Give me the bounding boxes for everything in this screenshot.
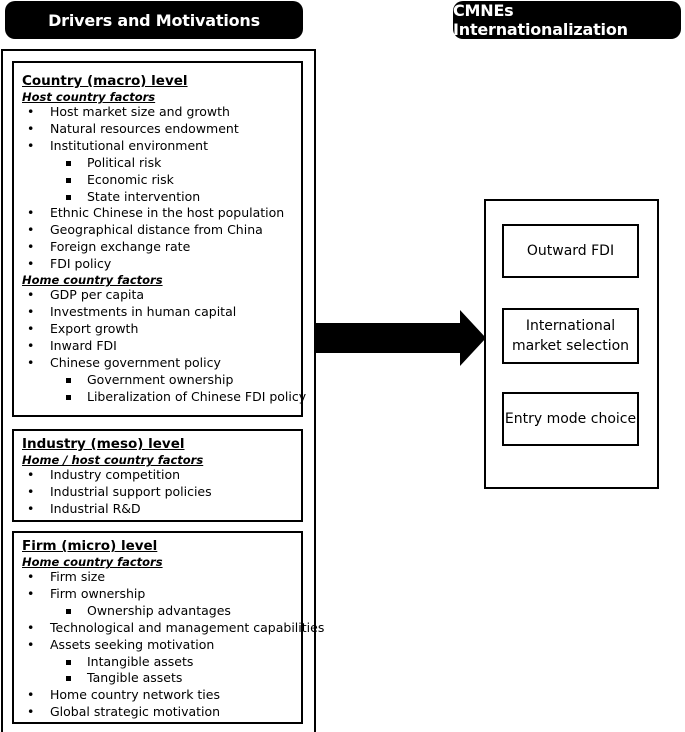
macro-host-subtitle: Host country factors [22, 90, 156, 104]
entry-mode-box: Entry mode choice [502, 392, 639, 446]
micro-level-title: Firm (micro) level [22, 538, 158, 554]
micro-list: Firm size Firm ownership Ownership advan… [22, 569, 324, 721]
list-item: Ethnic Chinese in the host population [22, 205, 301, 222]
list-item: Investments in human capital [22, 304, 301, 321]
list-item: Home country network ties [22, 687, 301, 704]
list-item: Industrial support policies [22, 484, 301, 501]
outward-fdi-box: Outward FDI [502, 224, 639, 278]
list-item: Industrial R&D [22, 501, 301, 518]
list-item: Industry competition [22, 467, 301, 484]
list-item: Chinese government policy [22, 355, 301, 372]
list-subitem: Tangible assets [22, 670, 301, 687]
micro-subtitle: Home country factors [22, 555, 163, 569]
macro-level-title: Country (macro) level [22, 73, 188, 89]
cmnes-header: CMNEs Internationalization [453, 1, 681, 39]
meso-list: Industry competition Industrial support … [22, 467, 301, 518]
list-item: Host market size and growth [22, 104, 301, 121]
outward-fdi-label: Outward FDI [526, 243, 615, 259]
list-item: Firm ownership [22, 586, 301, 603]
drivers-header: Drivers and Motivations [5, 1, 303, 39]
drivers-header-label: Drivers and Motivations [48, 10, 260, 30]
meso-level-title: Industry (meso) level [22, 436, 185, 452]
list-subitem: Ownership advantages [22, 603, 301, 620]
list-subitem: Intangible assets [22, 654, 301, 671]
macro-host-list: Host market size and growth Natural reso… [22, 104, 301, 273]
macro-home-subtitle: Home country factors [22, 273, 163, 288]
list-subitem: State intervention [22, 189, 301, 206]
list-subitem: Liberalization of Chinese FDI policy [22, 389, 306, 406]
list-item: Firm size [22, 569, 301, 586]
micro-level-box: Firm (micro) level Home country factors … [12, 531, 324, 724]
list-item: GDP per capita [22, 287, 301, 304]
list-item: Institutional environment [22, 138, 301, 155]
list-subitem: Economic risk [22, 172, 301, 189]
list-item: Assets seeking motivation [22, 637, 301, 654]
market-selection-label: International market selection [511, 318, 630, 354]
list-subitem: Political risk [22, 155, 301, 172]
list-item: Foreign exchange rate [22, 239, 301, 256]
list-item: Export growth [22, 321, 301, 338]
cmnes-header-label: CMNEs Internationalization [453, 1, 628, 39]
macro-home-list: GDP per capita Investments in human capi… [22, 287, 306, 406]
list-subitem: Government ownership [22, 372, 301, 389]
list-item: Geographical distance from China [22, 222, 301, 239]
list-item: Technological and management capabilitie… [22, 620, 324, 637]
entry-mode-label: Entry mode choice [504, 411, 637, 427]
list-item: Inward FDI [22, 338, 301, 355]
meso-subtitle: Home / host country factors [22, 453, 204, 467]
macro-level-box: Country (macro) level Host country facto… [12, 61, 306, 417]
list-item: Natural resources endowment [22, 121, 301, 138]
list-item: Global strategic motivation [22, 704, 301, 721]
list-item: FDI policy [22, 256, 301, 273]
meso-level-box: Industry (meso) level Home / host countr… [12, 429, 303, 522]
market-selection-box: International market selection [502, 308, 639, 364]
arrow-icon [316, 310, 486, 366]
